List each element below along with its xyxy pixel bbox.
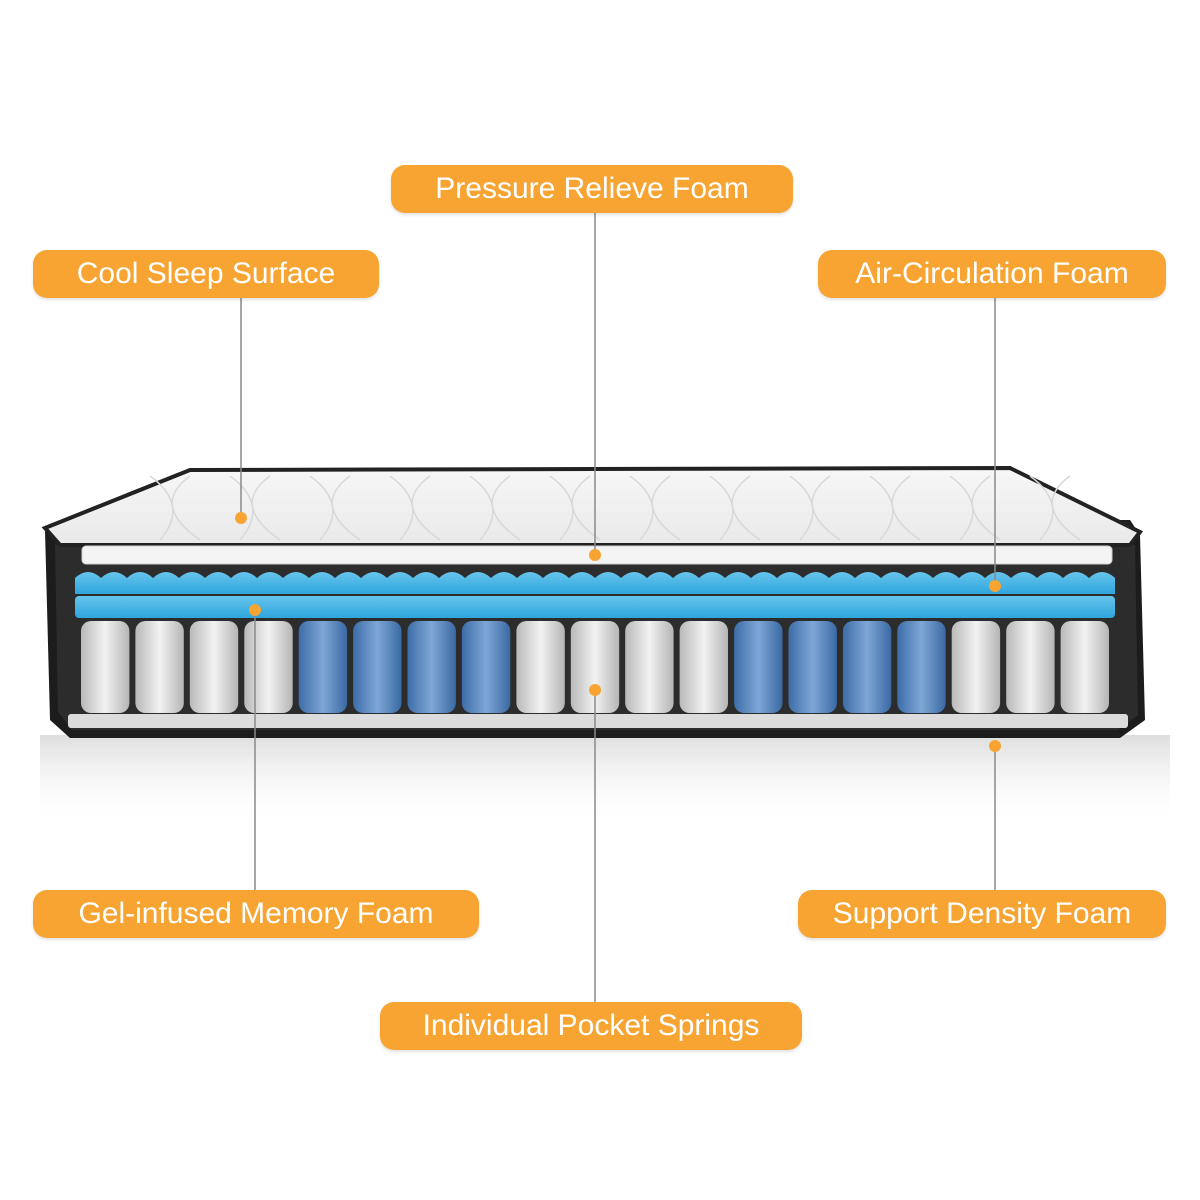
pocket-spring — [1006, 621, 1055, 713]
cool-sleep-surface-layer — [41, 465, 1144, 547]
dot-support — [989, 740, 1001, 752]
dot-pressure — [589, 549, 601, 561]
pocket-spring — [516, 621, 565, 713]
pocket-springs-row — [81, 621, 1109, 713]
pocket-spring — [81, 621, 130, 713]
label-individual-pocket-springs: Individual Pocket Springs — [380, 1002, 802, 1050]
air-circulation-foam-layer — [75, 572, 1115, 594]
gel-memory-foam-layer — [75, 596, 1115, 618]
label-pressure-relieve-foam: Pressure Relieve Foam — [391, 165, 793, 213]
pocket-spring — [734, 621, 783, 713]
pocket-spring — [407, 621, 456, 713]
dot-cool — [235, 512, 247, 524]
pocket-spring — [1060, 621, 1109, 713]
callout-dots — [235, 512, 1001, 752]
pocket-spring — [679, 621, 728, 713]
pocket-spring — [244, 621, 293, 713]
pocket-spring — [135, 621, 184, 713]
leader-lines — [240, 213, 996, 1002]
pocket-spring — [951, 621, 1001, 713]
dot-air — [989, 580, 1001, 592]
dot-gel — [249, 604, 261, 616]
pocket-spring — [788, 621, 837, 713]
pocket-spring — [842, 621, 892, 713]
pocket-spring — [570, 621, 620, 713]
pocket-spring — [298, 621, 348, 713]
label-cool-sleep-surface: Cool Sleep Surface — [33, 250, 379, 298]
label-air-circulation-foam: Air-Circulation Foam — [818, 250, 1166, 298]
label-gel-infused-memory-foam: Gel-infused Memory Foam — [33, 890, 479, 938]
dot-pocket — [589, 684, 601, 696]
pocket-spring — [461, 621, 511, 713]
pocket-spring — [189, 621, 239, 713]
pocket-spring — [353, 621, 402, 713]
floor-shadow — [40, 735, 1170, 825]
support-density-foam-layer — [68, 714, 1128, 728]
label-support-density-foam: Support Density Foam — [798, 890, 1166, 938]
pocket-spring — [897, 621, 946, 713]
pocket-spring — [625, 621, 674, 713]
